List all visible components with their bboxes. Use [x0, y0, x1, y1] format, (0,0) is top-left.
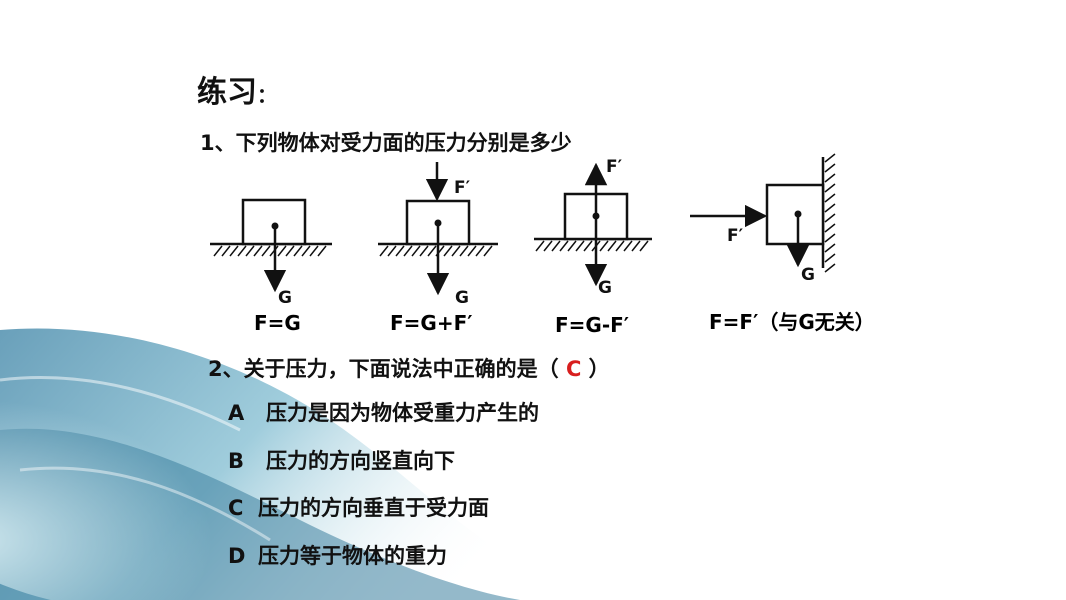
question-2: 2、关于压力，下面说法中正确的是（ C ） — [208, 353, 610, 383]
answer-formula-3: F=G-F′ — [555, 313, 629, 337]
diagram-3: F′ G F=G-F′ — [534, 157, 652, 337]
question-2-suffix: ） — [588, 357, 610, 381]
option-c: C 压力的方向垂直于受力面 — [228, 492, 489, 522]
title-colon: ： — [257, 83, 277, 107]
option-letter: A — [228, 401, 245, 425]
option-b: B 压力的方向竖直向下 — [228, 445, 455, 475]
answer-formula-2: F=G+F′ — [390, 311, 473, 335]
ground-hatch — [379, 245, 493, 257]
answer-formula-1: F=G — [254, 311, 301, 335]
option-letter: C — [228, 496, 244, 520]
title-text: 练习 — [197, 75, 257, 110]
option-text: 压力的方向竖直向下 — [266, 449, 455, 473]
ground-hatch — [213, 245, 327, 257]
answer-formula-4: F=F′（与G无关） — [709, 310, 875, 334]
option-text: 压力等于物体的重力 — [258, 544, 447, 568]
gravity-label: G — [278, 288, 292, 308]
option-letter: B — [228, 449, 245, 473]
option-text: 压力是因为物体受重力产生的 — [266, 401, 539, 425]
option-d: D 压力等于物体的重力 — [228, 540, 447, 570]
option-a: A 压力是因为物体受重力产生的 — [228, 397, 539, 427]
diagram-4: F′ G F=F′（与G无关） — [690, 153, 875, 334]
wall-hatch — [824, 153, 836, 273]
force-label: F′ — [606, 157, 623, 177]
diagram-1: G F=G — [210, 198, 332, 335]
question-2-answer: C — [565, 357, 582, 381]
force-label: F′ — [454, 178, 471, 198]
diagram-2: F′ G F=G+F′ — [378, 162, 498, 335]
question-2-prefix: 2、关于压力，下面说法中正确的是（ — [208, 357, 559, 381]
ground-hatch — [535, 240, 649, 252]
option-letter: D — [228, 544, 246, 568]
gravity-label: G — [801, 265, 815, 285]
page-title: 练习： — [197, 67, 277, 111]
question-1: 1、下列物体对受力面的压力分别是多少 — [200, 131, 572, 155]
gravity-label: G — [455, 288, 469, 308]
force-label: F′ — [727, 226, 744, 246]
option-text: 压力的方向垂直于受力面 — [258, 496, 489, 520]
gravity-label: G — [598, 278, 612, 298]
